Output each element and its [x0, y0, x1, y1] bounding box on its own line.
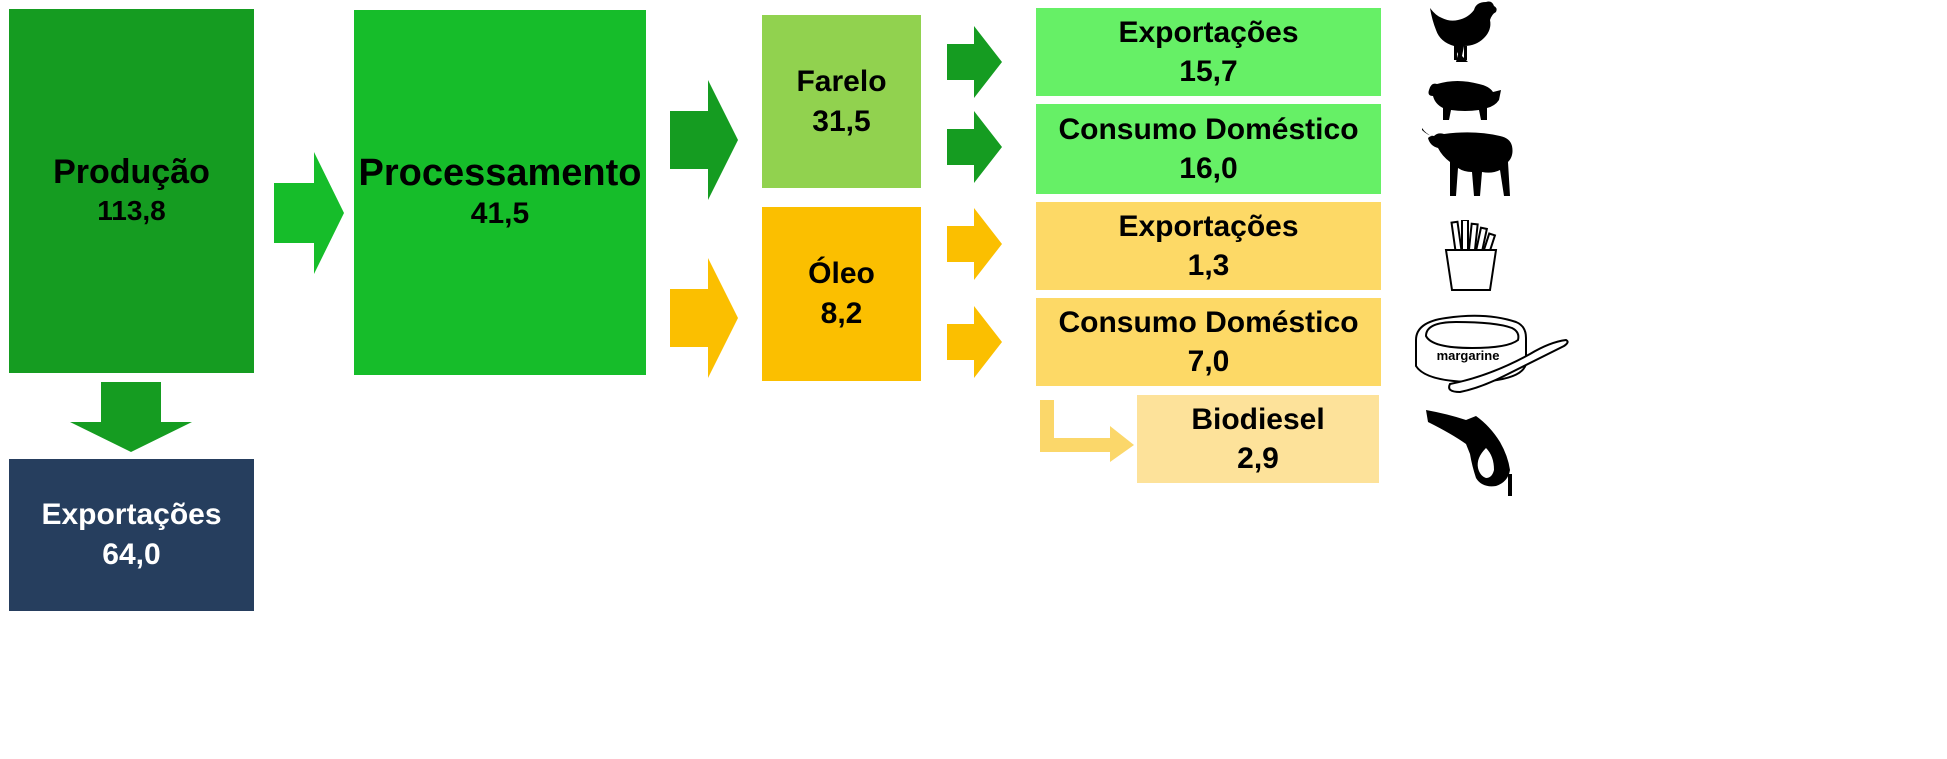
arrow-right-icon	[947, 306, 1002, 378]
node-value: 31,5	[812, 104, 871, 138]
node-label: Biodiesel	[1191, 403, 1325, 436]
fries-icon	[1444, 220, 1498, 291]
arrow-right-icon	[947, 208, 1002, 280]
node-value: 8,2	[820, 297, 863, 330]
node-biodiesel: Biodiesel 2,9	[1137, 395, 1379, 483]
node-value: 64,0	[102, 538, 161, 571]
node-processamento: Processamento 41,5	[354, 10, 646, 375]
node-exportacoes-graos: Exportações 64,0	[9, 459, 254, 611]
bent-arrow-icon	[1040, 400, 1134, 462]
node-label: Exportações	[1118, 210, 1299, 243]
node-label: Exportações	[41, 498, 222, 531]
node-label: Farelo	[796, 64, 887, 98]
node-oleo: Óleo 8,2	[762, 207, 921, 381]
cow-icon	[1422, 128, 1513, 196]
node-value: 1,3	[1187, 249, 1230, 282]
node-value: 15,7	[1179, 55, 1238, 88]
node-label: Produção	[53, 153, 210, 191]
arrow-down-icon	[70, 382, 192, 452]
node-farelo: Farelo 31,5	[762, 15, 921, 188]
node-value: 16,0	[1179, 152, 1238, 185]
node-label: Consumo Doméstico	[1058, 113, 1359, 146]
node-farelo-consumo: Consumo Doméstico 16,0	[1036, 104, 1381, 194]
margarine-icon: margarine	[1415, 314, 1569, 394]
node-oleo-exportacoes: Exportações 1,3	[1036, 202, 1381, 290]
chicken-icon	[1430, 1, 1497, 62]
fuel-nozzle-icon	[1426, 410, 1512, 496]
arrow-right-icon	[947, 111, 1002, 183]
arrow-right-icon	[670, 258, 738, 378]
node-label: Óleo	[808, 257, 875, 290]
node-farelo-exportacoes: Exportações 15,7	[1036, 8, 1381, 96]
margarine-text: margarine	[1437, 348, 1500, 363]
node-value: 7,0	[1187, 345, 1230, 378]
node-oleo-consumo: Consumo Doméstico 7,0	[1036, 298, 1381, 386]
node-value: 113,8	[97, 195, 166, 226]
node-label: Processamento	[358, 151, 642, 194]
arrow-right-icon	[274, 152, 344, 274]
node-value: 2,9	[1237, 442, 1279, 475]
arrow-right-icon	[947, 26, 1002, 98]
pig-icon	[1428, 81, 1501, 120]
node-label: Exportações	[1118, 16, 1299, 49]
arrow-right-icon	[670, 80, 738, 200]
node-value: 41,5	[470, 196, 530, 230]
node-producao: Produção 113,8	[9, 9, 254, 373]
node-label: Consumo Doméstico	[1058, 306, 1359, 339]
